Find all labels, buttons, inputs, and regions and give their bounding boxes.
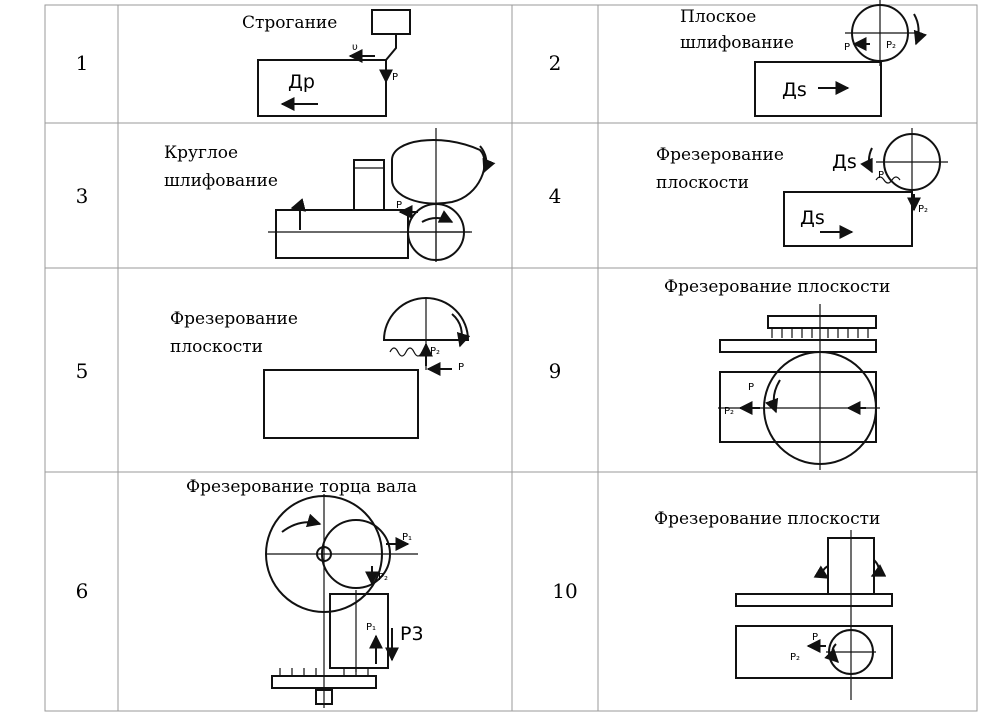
force-label: P bbox=[844, 42, 850, 53]
force-label: P₁ bbox=[402, 532, 412, 543]
operation-title: Фрезерование bbox=[170, 309, 298, 329]
motion-label: Дs bbox=[800, 207, 825, 229]
rotation-arrow bbox=[765, 379, 781, 414]
headstock bbox=[353, 159, 385, 211]
force-label: P₂ bbox=[918, 204, 928, 215]
diagram-face-milling-5: Фрезерование плоскости P₂ P bbox=[170, 297, 471, 439]
chip bbox=[875, 176, 901, 184]
workpiece bbox=[257, 59, 387, 117]
operation-title: Фрезерование торца вала bbox=[186, 477, 417, 497]
rotation-arrow bbox=[870, 559, 887, 577]
force-label: P₂ bbox=[430, 346, 440, 357]
row-number: 2 bbox=[549, 51, 562, 75]
row-number: 9 bbox=[549, 359, 562, 383]
operation-title: Фрезерование плоскости bbox=[664, 277, 890, 297]
rotation-arrow bbox=[860, 147, 873, 174]
rotation-arrow bbox=[824, 643, 839, 663]
operation-title: Круглое bbox=[164, 143, 238, 163]
rotation-arrow bbox=[913, 13, 927, 46]
force-label: P₂ bbox=[886, 40, 896, 51]
rotation-arrow bbox=[479, 145, 496, 174]
label-bg bbox=[292, 93, 310, 104]
force-label: P3 bbox=[400, 623, 424, 645]
planing-tool bbox=[385, 34, 397, 61]
diagram-face-milling-9: Фрезерование плоскости P P₂ bbox=[664, 277, 890, 470]
force-label: P bbox=[396, 200, 402, 211]
operation-title: Фрезерование bbox=[656, 145, 784, 165]
cutter-teeth bbox=[771, 328, 869, 338]
operation-title: Плоское bbox=[680, 7, 756, 27]
force-label: P₂ bbox=[790, 652, 800, 663]
motion-label: Др bbox=[288, 71, 315, 93]
diagram-cylindrical-grinding: Круглое шлифование P bbox=[164, 128, 496, 262]
force-label: P₂ bbox=[724, 406, 734, 417]
diagram-end-milling-10: Фрезерование плоскости P P₂ bbox=[654, 509, 893, 700]
machine-table bbox=[719, 339, 877, 353]
shaft-body bbox=[329, 593, 389, 669]
cutter-teeth bbox=[279, 668, 369, 676]
operation-title: плоскости bbox=[170, 337, 263, 357]
row-number: 1 bbox=[76, 51, 89, 75]
operation-title: шлифование bbox=[164, 171, 278, 191]
machine-table bbox=[275, 209, 409, 259]
diagram-planing: Строгание υ Др P bbox=[242, 9, 411, 117]
cutter-body bbox=[767, 315, 877, 329]
force-label: P bbox=[812, 632, 818, 643]
milling-cutter bbox=[382, 297, 470, 341]
diagram-shaft-end-milling: Фрезерование торца вала P₁ P₂ P₁ P3 bbox=[186, 477, 424, 708]
force-label: P bbox=[748, 382, 754, 393]
motion-label: Дs bbox=[782, 79, 807, 101]
operation-title: Фрезерование плоскости bbox=[654, 509, 880, 529]
rotation-arrow bbox=[813, 565, 830, 579]
operation-title: шлифование bbox=[680, 33, 794, 53]
feed-arrow bbox=[290, 198, 306, 230]
spindle bbox=[315, 689, 333, 705]
workpiece bbox=[783, 191, 913, 247]
row-number: 6 bbox=[76, 579, 89, 603]
motion-label: Дs bbox=[832, 151, 857, 173]
workpiece bbox=[754, 61, 882, 117]
diagram-face-milling-4: Фрезерование плоскости Дs P Дs P₂ bbox=[656, 128, 948, 247]
chip bbox=[389, 347, 423, 357]
row-number: 5 bbox=[76, 359, 89, 383]
label-bg bbox=[800, 212, 822, 224]
grinding-wheel bbox=[391, 139, 486, 205]
force-label: P₁ bbox=[366, 622, 376, 633]
force-label: υ bbox=[352, 42, 358, 53]
rotation-arrow bbox=[281, 513, 322, 533]
rotation-arrow bbox=[421, 210, 454, 223]
table-grid bbox=[44, 4, 978, 712]
force-label: P₂ bbox=[378, 572, 388, 583]
row-number: 4 bbox=[549, 184, 562, 208]
force-label: P bbox=[458, 362, 464, 373]
workpiece-top-view bbox=[735, 625, 893, 679]
tool-holder bbox=[371, 9, 411, 35]
diagram-surface-grinding: Плоское шлифование P P₂ Дs bbox=[680, 0, 927, 117]
force-label: P bbox=[392, 72, 398, 83]
force-label: P bbox=[878, 170, 884, 181]
cutter-base bbox=[271, 675, 377, 689]
row-number: 3 bbox=[76, 184, 89, 208]
machine-table bbox=[735, 593, 893, 607]
row-number: 10 bbox=[552, 579, 577, 603]
rotation-arrow bbox=[451, 313, 471, 348]
operation-title: Строгание bbox=[242, 13, 337, 33]
workpiece bbox=[263, 369, 419, 439]
operation-title: плоскости bbox=[656, 173, 749, 193]
